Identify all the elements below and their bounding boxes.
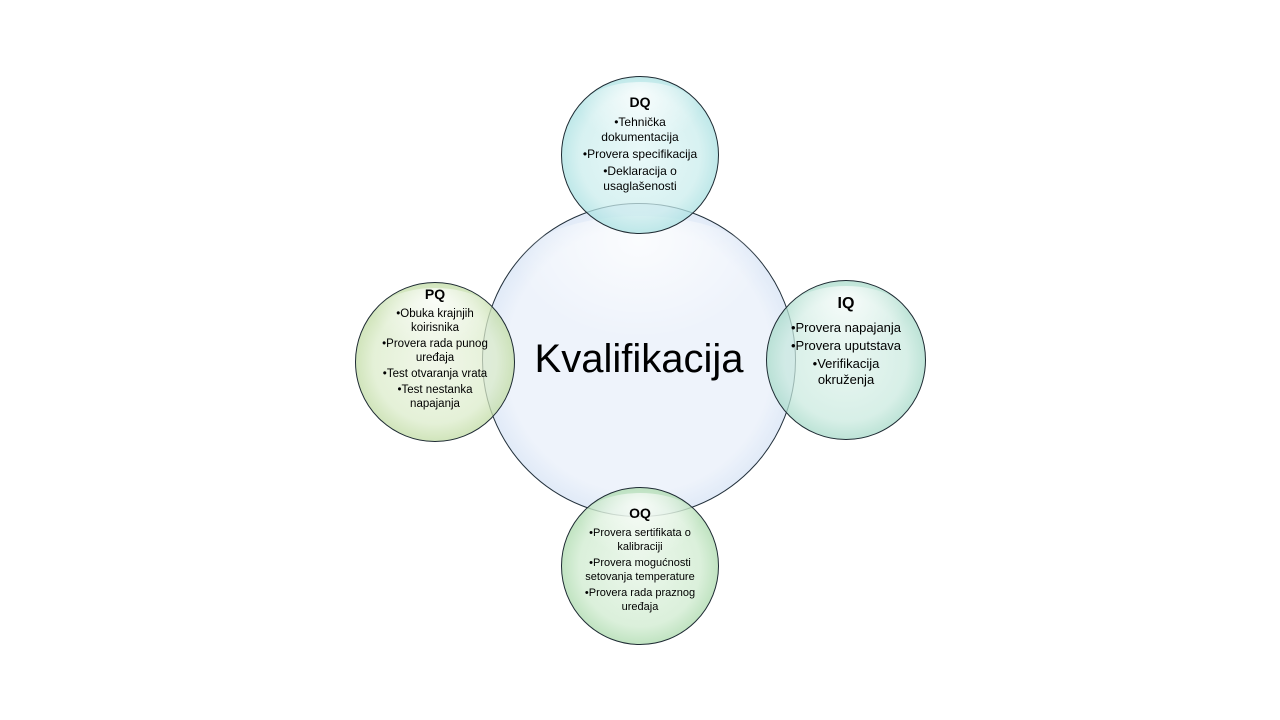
dq-item: •Deklaracija o usaglašenosti (603, 164, 677, 193)
iq-text: IQ •Provera napajanja •Provera uputstava… (786, 294, 906, 390)
pq-item: •Provera rada punog uređaja (382, 338, 488, 364)
center-label: Kvalifikacija (534, 337, 744, 381)
pq-item: •Test nestanka napajanja (397, 384, 473, 410)
pq-item: •Test otvaranja vrata (382, 368, 488, 380)
oq-item: •Provera rada praznog uređaja (584, 587, 696, 613)
pq-item: •Obuka krajnjih koirisnika (396, 308, 474, 334)
dq-title: DQ (629, 94, 651, 110)
iq-item: •Provera uputstava (790, 338, 902, 353)
dq-text: DQ •Tehnička dokumentacija •Provera spec… (575, 93, 705, 196)
pq-text: PQ •Obuka krajnjih koirisnika •Provera r… (372, 285, 498, 413)
oq-title: OQ (629, 505, 651, 521)
dq-item: •Tehnička dokumentacija (601, 115, 679, 144)
iq-title: IQ (837, 295, 855, 312)
oq-item: •Provera sertifikata o kalibraciji (589, 527, 691, 553)
oq-item: •Provera mogućnosti setovanja temperatur… (585, 557, 695, 583)
iq-item: •Provera napajanja (790, 320, 902, 335)
pq-title: PQ (424, 286, 446, 302)
center-highlight (507, 216, 771, 342)
iq-item: •Verifikacija okruženja (812, 356, 880, 387)
oq-text: OQ •Provera sertifikata o kalibraciji •P… (572, 504, 708, 616)
dq-item: •Provera specifikacija (582, 147, 698, 161)
